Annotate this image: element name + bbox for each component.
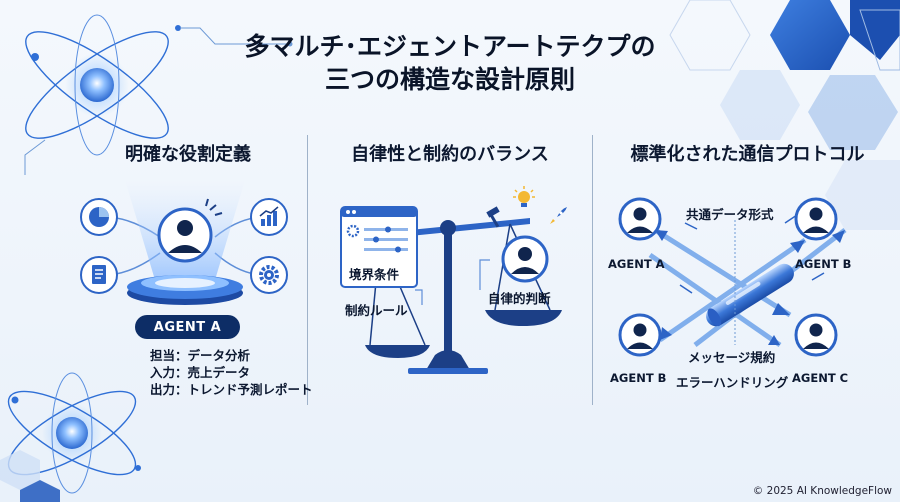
copyright-footer: © 2025 AI KnowledgeFlow bbox=[752, 485, 892, 497]
message-convention-label: メッセージ規約 bbox=[688, 350, 776, 365]
role-definition-illustration bbox=[104, 180, 266, 305]
role-line-3: 出力：トレンド予測レポート bbox=[150, 382, 313, 397]
common-data-format-label: 共通データ形式 bbox=[686, 207, 774, 222]
hexagon-decoration bbox=[669, 0, 900, 230]
agent-c-label: AGENT C bbox=[792, 371, 849, 385]
hammer-icon bbox=[486, 206, 500, 228]
page-title-line-1: 多マルチ･エジェントアートテクプの bbox=[244, 32, 656, 61]
section-3-heading: 標準化された通信プロトコル bbox=[630, 144, 865, 165]
agent-b-avatar bbox=[618, 313, 662, 357]
agent-b-label: AGENT B bbox=[795, 257, 852, 271]
bar-chart-icon bbox=[250, 198, 288, 236]
pie-chart-icon bbox=[80, 198, 118, 236]
boundary-condition-label: 境界条件 bbox=[349, 267, 400, 282]
column-divider bbox=[592, 135, 593, 405]
section-1-heading: 明確な役割定義 bbox=[125, 144, 251, 165]
agent-a-badge: AGENT A bbox=[135, 315, 240, 339]
document-icon bbox=[80, 256, 118, 294]
page-title-line-2: 三つの構造な設計原則 bbox=[324, 65, 575, 94]
lightbulb-icon bbox=[513, 186, 535, 207]
rocket-icon bbox=[550, 207, 567, 224]
agent-a-label: AGENT A bbox=[608, 257, 665, 271]
atom-icon-bottom-left bbox=[0, 372, 141, 502]
gear-icon bbox=[250, 256, 288, 294]
agent-b-avatar bbox=[794, 197, 838, 241]
column-divider bbox=[307, 135, 308, 405]
error-handling-label: エラーハンドリング bbox=[676, 375, 789, 390]
boundary-panel-window bbox=[340, 206, 418, 288]
section-2-heading: 自律性と制約のバランス bbox=[351, 144, 549, 165]
agent-b-label: AGENT B bbox=[610, 371, 667, 385]
role-line-2: 入力：売上データ bbox=[150, 365, 251, 380]
agent-a-avatar bbox=[618, 197, 662, 241]
agent-avatar bbox=[501, 235, 549, 283]
atom-icon-top-left bbox=[24, 14, 293, 175]
agent-c-avatar bbox=[794, 313, 838, 357]
communication-protocol-illustration bbox=[648, 214, 847, 348]
role-line-1: 担当：データ分析 bbox=[150, 348, 251, 363]
constraint-rule-label: 制約ルール bbox=[345, 303, 408, 318]
autonomous-judgment-label: 自律的判断 bbox=[488, 291, 551, 306]
